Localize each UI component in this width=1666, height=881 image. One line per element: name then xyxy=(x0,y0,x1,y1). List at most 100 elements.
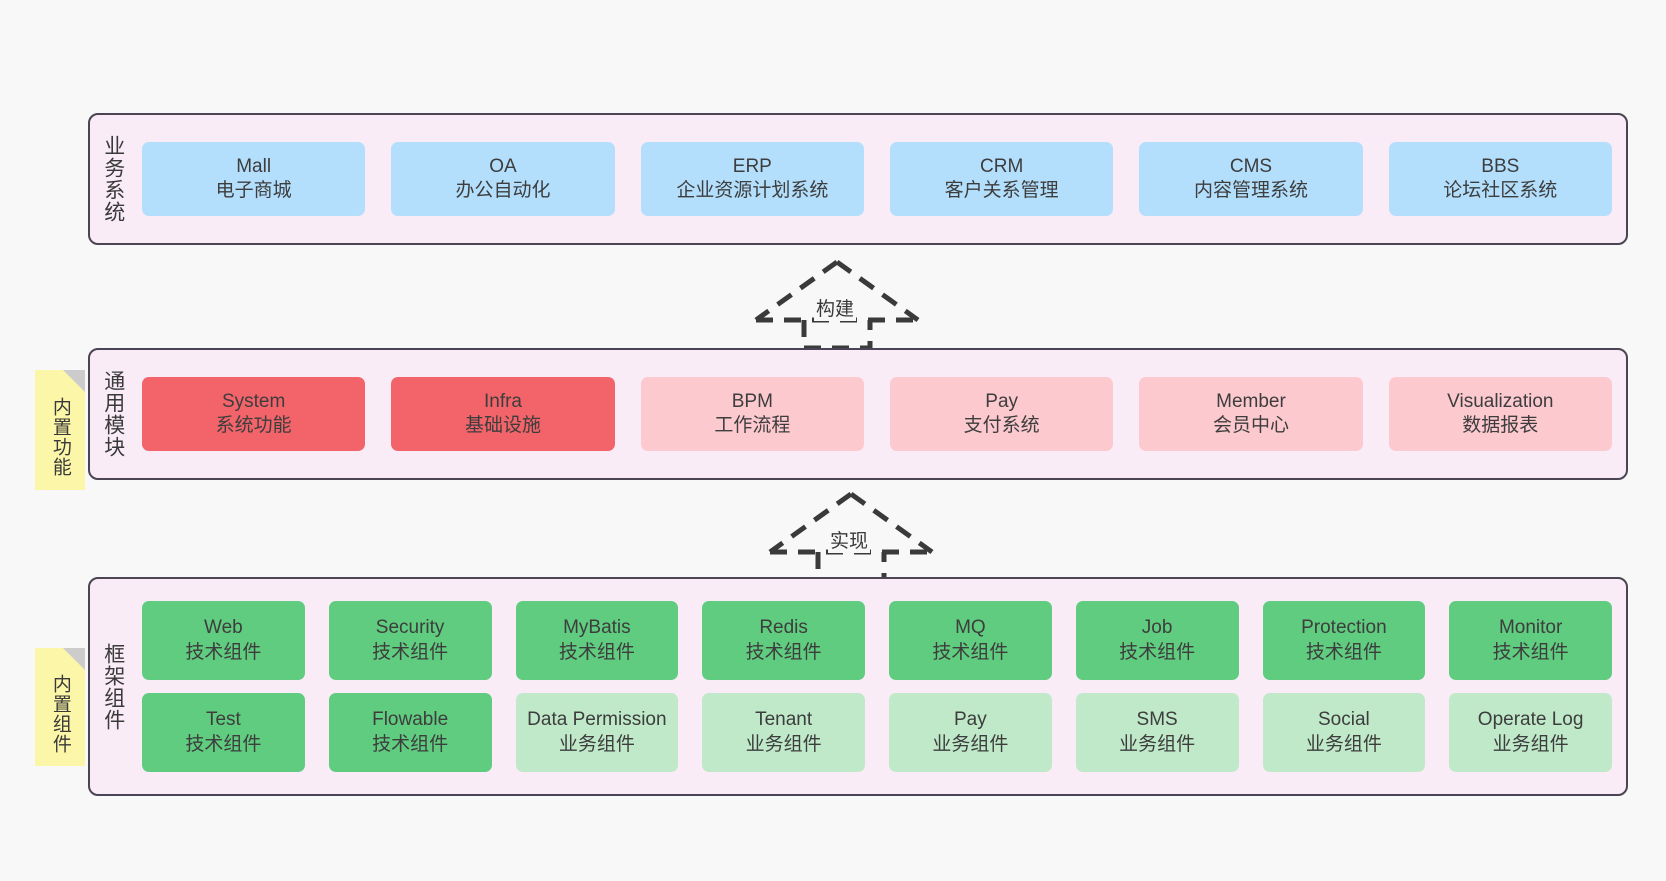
node-system[interactable]: System 系统功能 xyxy=(142,377,366,451)
node-tenant[interactable]: Tenant 业务组件 xyxy=(702,693,865,772)
layer-row: Web 技术组件 Security 技术组件 MyBatis 技术组件 Redi… xyxy=(142,601,1612,680)
node-test[interactable]: Test 技术组件 xyxy=(142,693,305,772)
node-erp[interactable]: ERP 企业资源计划系统 xyxy=(640,142,864,216)
node-bpm[interactable]: BPM 工作流程 xyxy=(640,377,864,451)
node-subtitle: 内容管理系统 xyxy=(1193,180,1308,201)
node-web[interactable]: Web 技术组件 xyxy=(142,601,305,680)
node-title: MyBatis xyxy=(563,617,631,639)
node-title: Tenant xyxy=(755,709,813,731)
node-title: MQ xyxy=(955,617,986,639)
node-title: OA xyxy=(489,155,517,177)
node-subtitle: 论坛社区系统 xyxy=(1443,180,1558,201)
layer-body-framework: Web 技术组件 Security 技术组件 MyBatis 技术组件 Redi… xyxy=(136,579,1626,794)
node-subtitle: 业务组件 xyxy=(1492,733,1569,755)
node-title: Security xyxy=(375,617,445,639)
node-title: Visualization xyxy=(1447,390,1554,412)
node-data-permission[interactable]: Data Permission 业务组件 xyxy=(515,693,679,772)
node-title: SMS xyxy=(1136,709,1178,731)
node-subtitle: 客户关系管理 xyxy=(944,180,1059,201)
node-subtitle: 技术组件 xyxy=(1119,641,1196,663)
node-subtitle: 企业资源计划系统 xyxy=(676,180,829,201)
layer-row: Mall 电子商城 OA 办公自动化 ERP 企业资源计划系统 CRM 客户关系… xyxy=(142,142,1612,216)
node-mall[interactable]: Mall 电子商城 xyxy=(142,142,366,216)
sticky-note-builtin-components[interactable]: 内置组件 xyxy=(35,648,85,766)
connector-realize: 实现 xyxy=(766,490,936,583)
node-subtitle: 技术组件 xyxy=(1492,641,1569,663)
layer-title-business: 业务系统 xyxy=(101,135,125,223)
node-title: Operate Log xyxy=(1477,709,1584,731)
layer-row: System 系统功能 Infra 基础设施 BPM 工作流程 Pay 支付系统… xyxy=(142,377,1612,451)
node-title: Web xyxy=(204,617,243,639)
node-crm[interactable]: CRM 客户关系管理 xyxy=(889,142,1114,216)
node-subtitle: 技术组件 xyxy=(372,641,449,663)
node-bbs[interactable]: BBS 论坛社区系统 xyxy=(1388,142,1612,216)
node-title: Data Permission xyxy=(527,709,667,731)
node-protection[interactable]: Protection 技术组件 xyxy=(1262,601,1426,680)
node-infra[interactable]: Infra 基础设施 xyxy=(391,377,615,451)
node-subtitle: 业务组件 xyxy=(1305,733,1382,755)
node-social[interactable]: Social 业务组件 xyxy=(1262,693,1426,772)
node-mq[interactable]: MQ 技术组件 xyxy=(889,601,1052,680)
node-title: Mall xyxy=(236,155,272,177)
node-security[interactable]: Security 技术组件 xyxy=(328,601,492,680)
node-subtitle: 工作流程 xyxy=(714,415,791,436)
connector-realize-label: 实现 xyxy=(828,526,871,553)
node-subtitle: 基础设施 xyxy=(464,415,541,436)
node-monitor[interactable]: Monitor 技术组件 xyxy=(1449,601,1612,680)
node-subtitle: 技术组件 xyxy=(372,733,449,755)
node-job[interactable]: Job 技术组件 xyxy=(1075,601,1239,680)
sticky-note-builtin-functions[interactable]: 内置功能 xyxy=(35,370,85,490)
node-title: Flowable xyxy=(372,709,449,731)
layer-title-framework: 框架组件 xyxy=(101,642,125,731)
node-title: Job xyxy=(1141,617,1173,639)
page-fold-icon xyxy=(63,648,85,670)
page-fold-icon xyxy=(63,370,85,392)
node-subtitle: 系统功能 xyxy=(215,415,292,436)
node-subtitle: 电子商城 xyxy=(215,180,292,201)
node-subtitle: 技术组件 xyxy=(932,641,1009,663)
node-title: BBS xyxy=(1481,155,1520,177)
sticky-note-label: 内置功能 xyxy=(49,397,71,477)
node-mybatis[interactable]: MyBatis 技术组件 xyxy=(515,601,679,680)
node-pay-component[interactable]: Pay 业务组件 xyxy=(889,693,1052,772)
sticky-note-label: 内置组件 xyxy=(49,674,71,754)
layer-body-business: Mall 电子商城 OA 办公自动化 ERP 企业资源计划系统 CRM 客户关系… xyxy=(136,115,1626,243)
node-title: BPM xyxy=(731,390,773,412)
node-pay[interactable]: Pay 支付系统 xyxy=(889,377,1114,451)
node-title: Social xyxy=(1318,709,1370,731)
node-subtitle: 技术组件 xyxy=(558,641,635,663)
node-subtitle: 技术组件 xyxy=(745,641,822,663)
node-subtitle: 支付系统 xyxy=(963,415,1040,436)
node-sms[interactable]: SMS 业务组件 xyxy=(1075,693,1239,772)
layer-business-system: 业务系统 Mall 电子商城 OA 办公自动化 ERP 企业资源计划系统 CRM… xyxy=(88,113,1628,245)
node-title: Test xyxy=(205,709,241,731)
node-subtitle: 技术组件 xyxy=(185,641,262,663)
node-subtitle: 会员中心 xyxy=(1212,415,1289,436)
node-title: CRM xyxy=(980,155,1024,177)
layer-body-common: System 系统功能 Infra 基础设施 BPM 工作流程 Pay 支付系统… xyxy=(136,350,1626,478)
node-title: Monitor xyxy=(1498,617,1563,639)
connector-build-label: 构建 xyxy=(814,294,857,321)
node-subtitle: 业务组件 xyxy=(1119,733,1196,755)
node-subtitle: 业务组件 xyxy=(932,733,1009,755)
node-member[interactable]: Member 会员中心 xyxy=(1139,377,1363,451)
node-operate-log[interactable]: Operate Log 业务组件 xyxy=(1449,693,1612,772)
layer-row: Test 技术组件 Flowable 技术组件 Data Permission … xyxy=(142,693,1612,772)
node-title: Pay xyxy=(985,390,1019,412)
layer-framework-component: 框架组件 Web 技术组件 Security 技术组件 MyBatis 技术组件… xyxy=(88,577,1628,796)
node-cms[interactable]: CMS 内容管理系统 xyxy=(1139,142,1363,216)
node-subtitle: 技术组件 xyxy=(1305,641,1382,663)
layer-common-module: 通用模块 System 系统功能 Infra 基础设施 BPM 工作流程 Pay… xyxy=(88,348,1628,480)
node-title: Protection xyxy=(1301,617,1387,639)
node-redis[interactable]: Redis 技术组件 xyxy=(702,601,865,680)
connector-build: 构建 xyxy=(752,258,922,351)
node-subtitle: 数据报表 xyxy=(1462,415,1539,436)
node-title: Redis xyxy=(759,617,808,639)
node-subtitle: 技术组件 xyxy=(185,733,262,755)
node-oa[interactable]: OA 办公自动化 xyxy=(391,142,615,216)
node-title: Infra xyxy=(483,390,522,412)
node-visualization[interactable]: Visualization 数据报表 xyxy=(1388,377,1612,451)
node-title: ERP xyxy=(732,155,772,177)
node-flowable[interactable]: Flowable 技术组件 xyxy=(328,693,492,772)
